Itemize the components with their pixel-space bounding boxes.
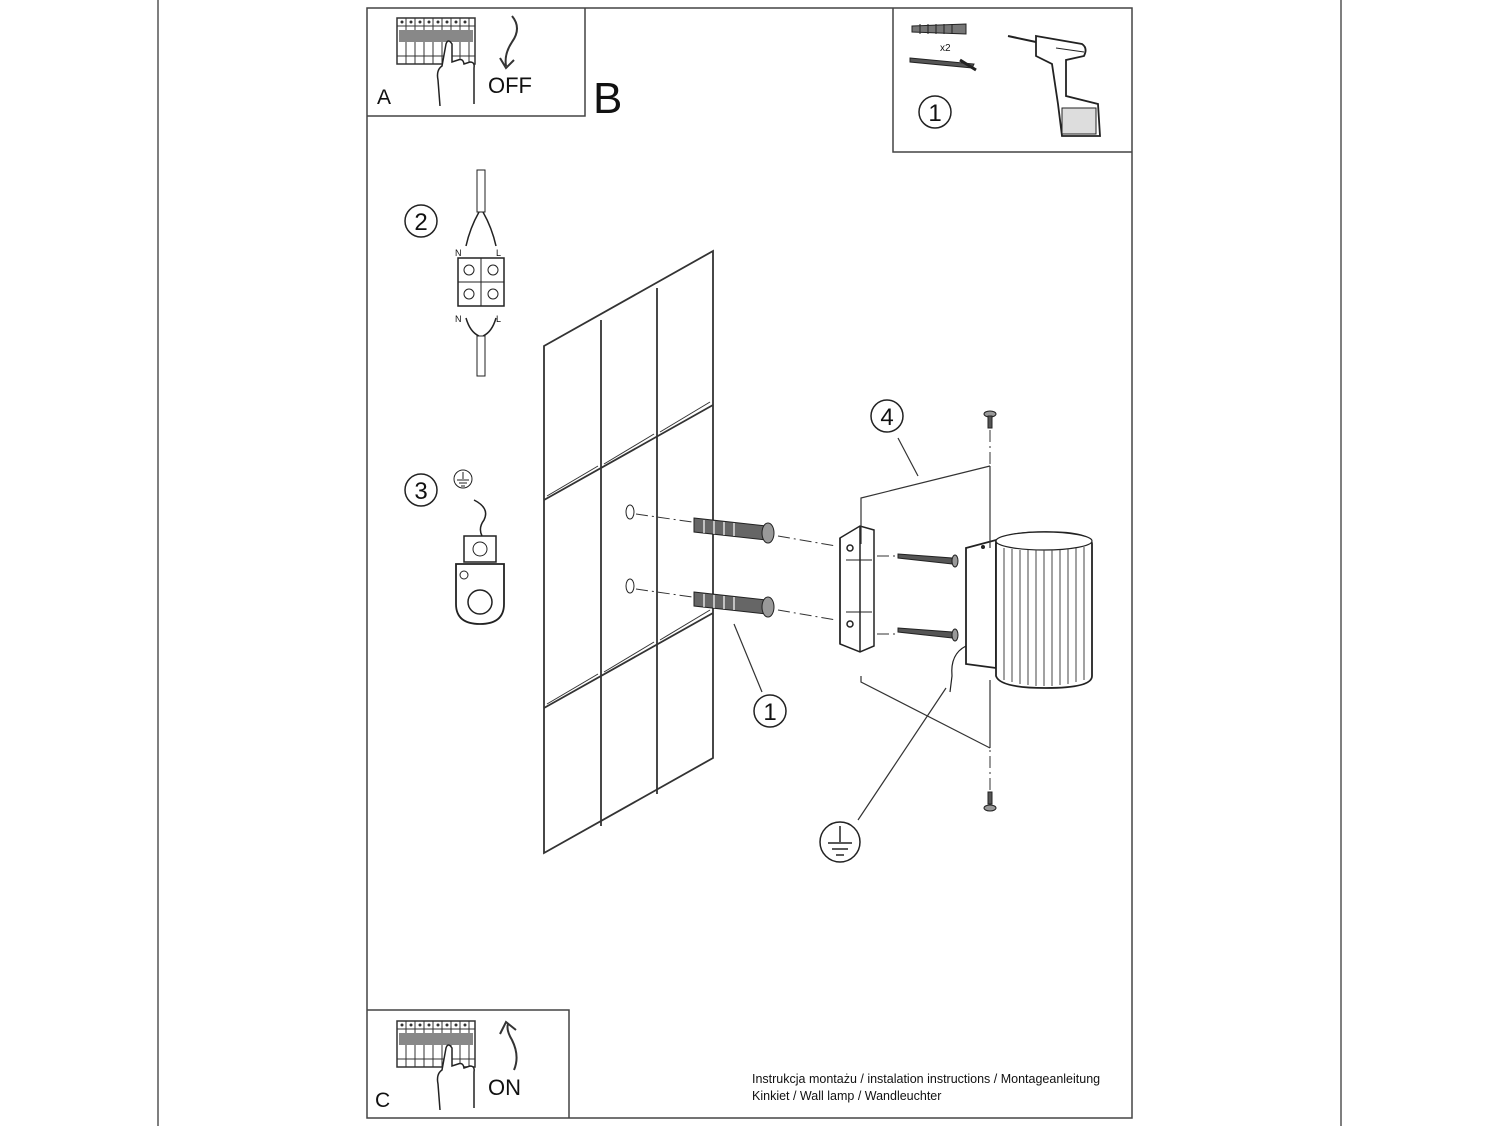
step-b-letter: B	[593, 74, 622, 123]
breaker-panel-icon	[396, 1020, 476, 1068]
footer-title: Instrukcja montażu / instalation instruc…	[752, 1072, 1100, 1086]
wall-lamp	[949, 531, 1093, 693]
hand-icon	[436, 1044, 475, 1111]
wall-anchor-bottom	[693, 591, 775, 618]
drill-holes	[625, 504, 635, 594]
wall-plug-icon	[911, 23, 967, 35]
arrow-up-icon	[499, 1020, 518, 1071]
grub-screw-bottom	[983, 791, 997, 812]
hand-icon	[436, 40, 475, 107]
sheet-frame	[366, 7, 1133, 1119]
mounting-bracket	[839, 525, 875, 653]
step-a-off-label: OFF	[488, 73, 532, 98]
ground-symbol-icon	[819, 821, 861, 863]
ground-symbol-icon	[453, 469, 473, 489]
callout-2-wiring: 2	[414, 209, 427, 236]
wall-tiles	[543, 249, 714, 855]
connector-n-bottom: N	[455, 314, 462, 324]
step-a-letter: A	[377, 86, 391, 109]
footer-subtitle: Kinkiet / Wall lamp / Wandleuchter	[752, 1089, 941, 1103]
connector-l-top: L	[496, 248, 501, 258]
ground-terminal: 3	[404, 469, 505, 625]
arrow-down-icon	[499, 15, 518, 70]
drill-icon	[1007, 34, 1101, 137]
guide-lines	[635, 430, 991, 790]
bracket-screw-top	[897, 553, 959, 568]
connector-n-top: N	[455, 248, 462, 258]
tools-panel: x2 1	[892, 8, 1132, 153]
step-c-panel: C ON	[367, 1009, 570, 1118]
callout-4-bracket: 4	[880, 404, 893, 431]
callout-1-anchors: 1	[763, 699, 776, 726]
step-a-panel: A OFF	[367, 8, 586, 117]
screw-icon	[909, 57, 977, 72]
step-c-letter: C	[375, 1089, 390, 1112]
connector-l-bottom: L	[496, 314, 501, 324]
wall-anchor-top	[693, 517, 775, 544]
callout-1-tools: 1	[928, 100, 941, 127]
callout-3-ground: 3	[414, 478, 427, 505]
bracket-screw-bottom	[897, 627, 959, 642]
quantity-label: x2	[940, 43, 951, 54]
page-rules	[157, 0, 1342, 1126]
leader-lines	[733, 437, 991, 821]
step-c-on-label: ON	[488, 1075, 521, 1100]
breaker-panel-icon	[396, 17, 476, 65]
grub-screw-top	[983, 410, 997, 429]
wiring-connector: 2 N L N L	[404, 169, 505, 377]
